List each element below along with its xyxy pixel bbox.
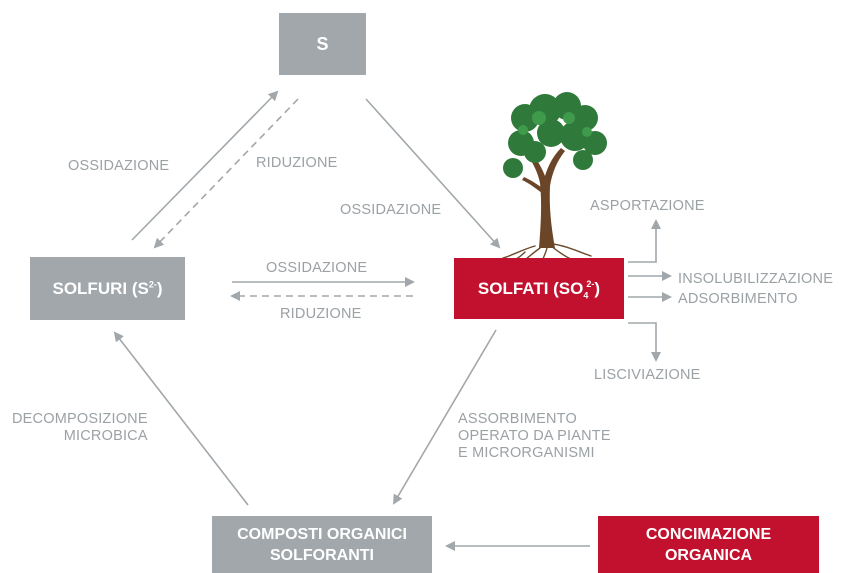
label-asportazione: ASPORTAZIONE: [590, 198, 705, 214]
label-lisciviazione: LISCIVIAZIONE: [594, 367, 701, 383]
label-ossidazione-left: OSSIDAZIONE: [68, 158, 170, 174]
node-s-label: S: [316, 33, 329, 54]
node-solfuri-label: SOLFURI (S2-): [52, 278, 163, 298]
tree-icon: [502, 92, 607, 268]
arrow-solfuri-to-s: [131, 90, 279, 241]
label-assorbimento-line-3: E MICRORGANISMI: [458, 445, 595, 461]
label-assorbimento-line-2: OPERATO DA PIANTE: [458, 428, 611, 444]
node-composti-line-2: SOLFORANTI: [270, 546, 374, 564]
arrow-asportazione: [628, 219, 661, 263]
node-concimazione-organica: CONCIMAZIONE ORGANICA: [598, 516, 819, 573]
label-riduzione-top: RIDUZIONE: [256, 155, 338, 171]
label-decomposizione-line-2: MICROBICA: [63, 428, 148, 444]
node-solfati: SOLFATI (SO42-): [454, 258, 624, 319]
node-composti-organici: COMPOSTI ORGANICI SOLFORANTI: [212, 516, 432, 573]
label-assorbimento: ASSORBIMENTO OPERATO DA PIANTE E MICRORG…: [458, 411, 611, 462]
arrow-composti-to-solfuri: [113, 331, 249, 506]
node-s: S: [279, 13, 366, 75]
arrow-solfati-to-composti: [392, 329, 497, 505]
node-concimazione-line-1: CONCIMAZIONE: [645, 525, 772, 543]
node-concimazione-line-2: ORGANICA: [664, 546, 753, 564]
label-ossidazione-right: OSSIDAZIONE: [340, 202, 442, 218]
label-insolubilizzazione: INSOLUBILIZZAZIONE: [678, 271, 834, 287]
node-solfuri: SOLFURI (S2-): [30, 257, 185, 320]
node-composti-line-1: COMPOSTI ORGANICI: [237, 525, 407, 543]
label-ossidazione-mid: OSSIDAZIONE: [266, 260, 368, 276]
label-riduzione-mid: RIDUZIONE: [280, 306, 362, 322]
arrow-s-to-solfati: [365, 98, 501, 249]
arrow-s-to-solfuri: [153, 98, 299, 249]
label-decomposizione-line-1: DECOMPOSIZIONE: [12, 411, 148, 427]
label-assorbimento-line-1: ASSORBIMENTO: [458, 411, 577, 427]
label-adsorbimento: ADSORBIMENTO: [678, 291, 798, 307]
label-decomposizione-microbica: DECOMPOSIZIONE MICROBICA: [12, 411, 148, 445]
arrow-lisciviazione: [628, 322, 661, 362]
node-solfati-label: SOLFATI (SO42-): [477, 278, 601, 300]
